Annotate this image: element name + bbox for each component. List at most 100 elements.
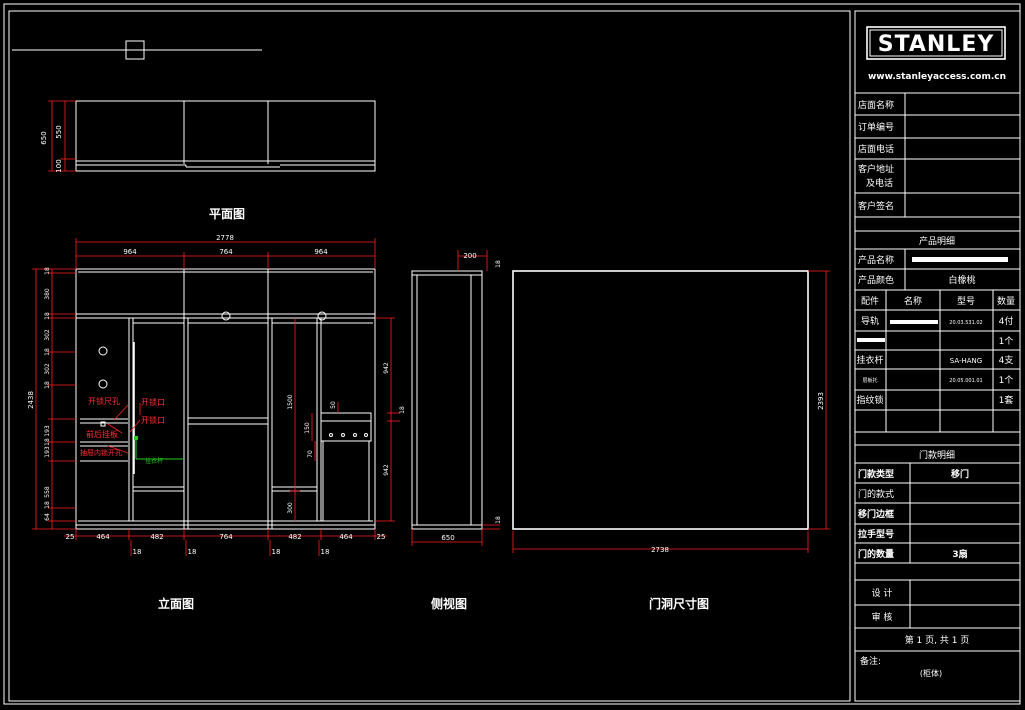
product-name-label: 产品名称 [858, 254, 894, 266]
brand-logo: STANLEY [878, 32, 995, 57]
side-dim-top-2: 18 [495, 260, 502, 268]
info-label-address: 客户地址 [858, 163, 894, 175]
door-section-title: 门款明细 [919, 449, 955, 461]
plan-dim-depth: 650 [40, 131, 48, 144]
annotation-3: 开锁口 [141, 415, 165, 425]
opening-view [512, 270, 830, 553]
annotation-5: 抽屉内锁开孔 [80, 448, 122, 457]
info-label-store-phone: 店面电话 [858, 143, 894, 155]
elevation-left-dim-6: 302 [44, 363, 51, 375]
plan-dim-front: 100 [55, 159, 63, 172]
elevation-left-dim-2: 380 [44, 288, 51, 300]
design-label: 设 计 [872, 587, 893, 599]
elevation-height: 2438 [27, 391, 35, 409]
title-block [854, 26, 1021, 702]
page-number: 第 1 页, 共 1 页 [905, 634, 970, 646]
side-view [411, 250, 500, 546]
elevation-bottom-width-4: 764 [219, 533, 233, 541]
row4-part: 层板托 [862, 377, 877, 384]
opening-width: 2738 [651, 546, 669, 554]
elevation-left-dim-9: 18 [44, 438, 51, 446]
door-type-label: 门款类型 [858, 468, 894, 480]
annotation-2: 开锁口 [141, 397, 165, 407]
annotation-1: 开锁尺孔 [88, 396, 120, 406]
info-label-order-number: 订单编号 [858, 121, 894, 133]
elevation-gap-3: 18 [272, 548, 281, 556]
info-label-signature: 客户签名 [858, 200, 894, 212]
plan-dim-inner: 550 [55, 125, 63, 138]
header-name: 名称 [904, 295, 922, 307]
elevation-section-width-2: 764 [219, 248, 233, 256]
elevation-left-dim-4: 302 [44, 329, 51, 341]
door-qty-value: 3扇 [952, 548, 967, 560]
elevation-gap-1: 18 [133, 548, 142, 556]
info-label-address-2: 及电话 [866, 177, 893, 189]
row1-qty: 4付 [999, 316, 1014, 327]
elevation-left-dim-7: 18 [44, 381, 51, 389]
header-part: 配件 [861, 295, 879, 307]
elevation-bottom-width-2: 464 [96, 533, 110, 541]
door-qty-label: 门的数量 [858, 548, 894, 560]
elevation-inner-dim-3: 150 [304, 422, 311, 434]
elevation-overall-width: 2778 [216, 234, 234, 242]
elevation-left-dim-5: 18 [44, 348, 51, 356]
elevation-right-dim-1: 942 [383, 362, 390, 374]
elevation-gap-4: 18 [321, 548, 330, 556]
elevation-inner-dim-4: 70 [307, 450, 314, 458]
elevation-right-dim-2: 18 [399, 406, 406, 414]
green-note: 挂衣杆 [145, 457, 163, 465]
side-dim-right: 18 [495, 516, 502, 524]
elevation-view-title: 立面图 [158, 596, 194, 611]
door-type-value: 移门 [951, 468, 969, 480]
side-dim-top-1: 200 [463, 252, 476, 260]
elevation-inner-dim-1: 1500 [287, 394, 294, 409]
elevation-left-dim-12: 558 [44, 486, 51, 498]
row3-part: 挂衣杆 [856, 354, 883, 366]
opening-height: 2393 [817, 392, 825, 410]
row5-part: 指纹锁 [856, 394, 883, 406]
review-label: 审 核 [872, 611, 893, 623]
elevation-bottom-width-5: 482 [288, 533, 301, 541]
construction-marker[interactable] [125, 40, 145, 60]
elevation-left-dim-13: 64 [44, 513, 51, 521]
product-color-value: 白橡桃 [948, 274, 975, 286]
side-view-title: 侧视图 [431, 596, 467, 611]
header-qty: 数量 [997, 295, 1015, 307]
elevation-bottom-width-6: 464 [339, 533, 353, 541]
opening-view-title: 门洞尺寸图 [649, 596, 709, 611]
door-style-label: 门的款式 [858, 488, 894, 500]
row3-qty: 4支 [999, 354, 1014, 366]
elevation-inner-dim-2: 300 [287, 502, 294, 514]
remark-value: (柜体) [920, 668, 942, 678]
annotation-4: 前后挂板 [86, 429, 118, 439]
elevation-section-width-1: 964 [123, 248, 137, 256]
elevation-left-dim-10: 193 [44, 446, 51, 458]
elevation-left-dim-3: 18 [44, 312, 51, 320]
website-text: www.stanleyaccess.com.cn [868, 72, 1006, 82]
elevation-bottom-width-3: 482 [150, 533, 163, 541]
handle-model-label: 拉手型号 [858, 528, 894, 540]
product-color-label: 产品颜色 [858, 274, 894, 286]
elevation-right-dim-3: 942 [383, 464, 390, 476]
elevation-left-dim-1: 18 [44, 267, 51, 275]
door-frame-label: 移门边框 [858, 508, 894, 520]
row1-part: 导轨 [861, 315, 879, 327]
plan-view-title: 平面图 [209, 207, 245, 221]
row1-model: 20.03.531.02 [949, 320, 982, 326]
elevation-bottom-width-1: 25 [66, 533, 75, 541]
elevation-bottom-width-7: 25 [377, 533, 386, 541]
inner-border [8, 10, 851, 702]
elevation-section-width-3: 964 [314, 248, 328, 256]
info-label-store-name: 店面名称 [858, 99, 894, 111]
elevation-view [32, 238, 400, 556]
row3-model: SA-HANG [950, 357, 982, 365]
row5-qty: 1套 [999, 394, 1014, 406]
elevation-inner-dim-5: 50 [330, 401, 337, 409]
row4-model: 20.05.001.01 [949, 378, 982, 384]
row2-qty: 1个 [999, 336, 1014, 347]
row4-qty: 1个 [999, 375, 1014, 386]
elevation-left-dim-8: 193 [44, 425, 51, 437]
plan-view [48, 100, 376, 172]
elevation-left-dim-11: 18 [44, 501, 51, 509]
